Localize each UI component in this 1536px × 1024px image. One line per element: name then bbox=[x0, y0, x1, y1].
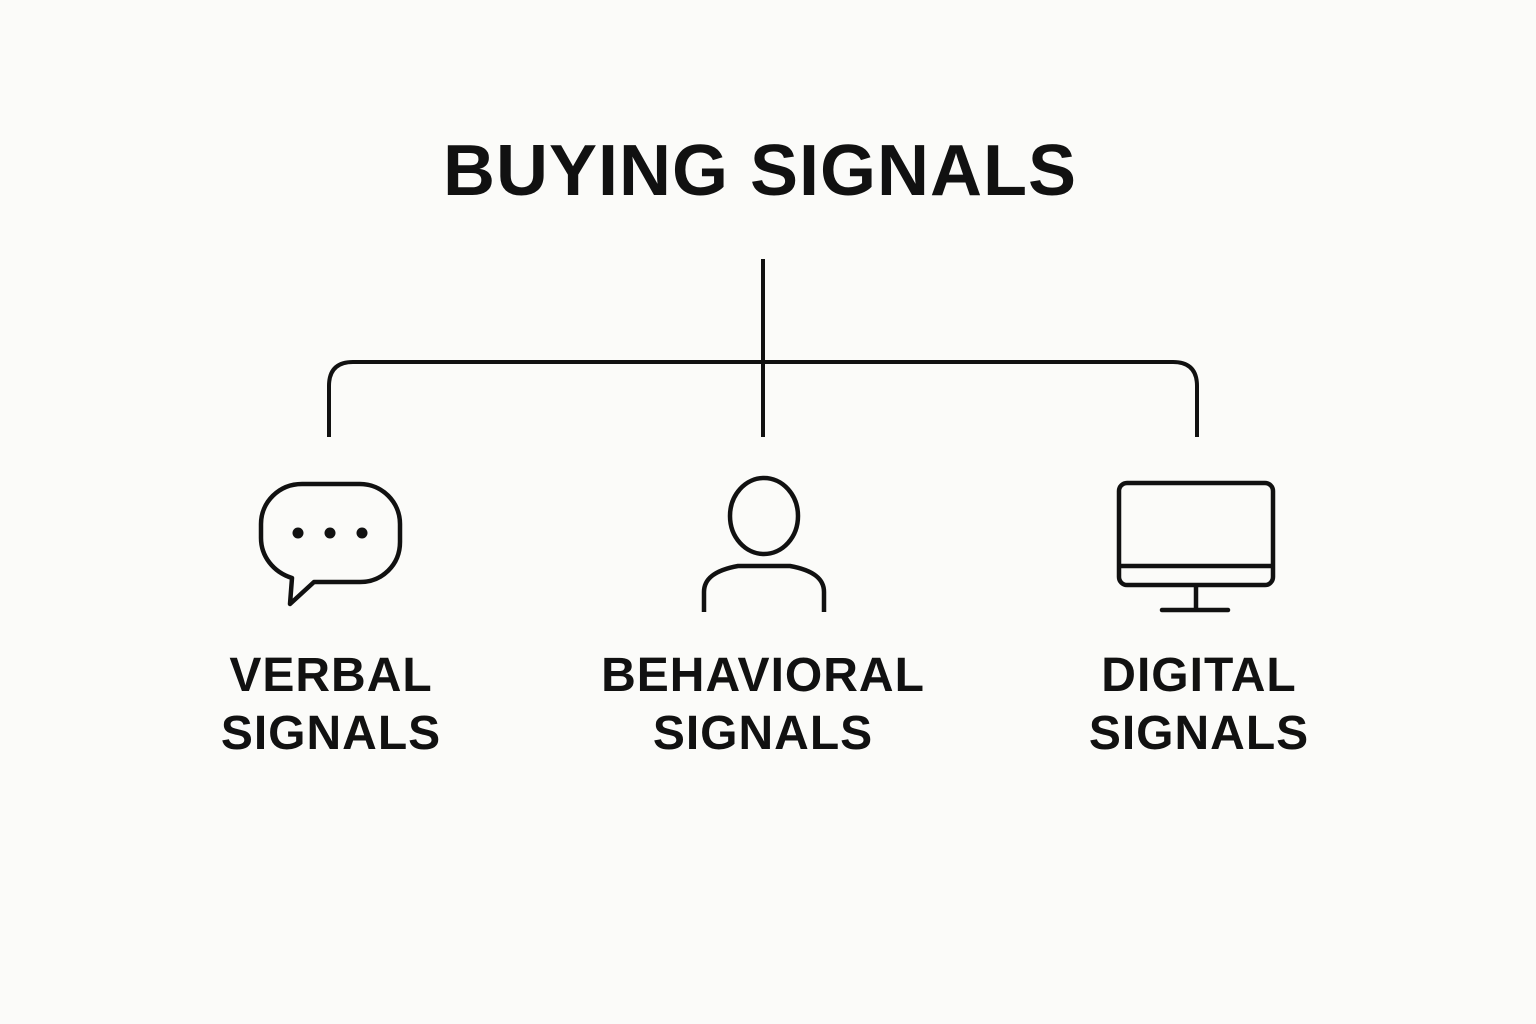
branch-label-behavioral: BEHAVIORAL SIGNALS bbox=[563, 647, 963, 763]
diagram-title: BUYING SIGNALS bbox=[442, 131, 1078, 211]
person-icon bbox=[701, 475, 827, 612]
branch-label-digital: DIGITAL SIGNALS bbox=[999, 647, 1399, 763]
speech-bubble-icon bbox=[258, 481, 403, 607]
branch-label-digital-line2: SIGNALS bbox=[1088, 707, 1310, 760]
branch-label-verbal-line2: SIGNALS bbox=[220, 707, 442, 760]
monitor-icon bbox=[1116, 480, 1276, 613]
branch-label-verbal: VERBAL SIGNALS bbox=[131, 647, 531, 763]
branch-label-digital-line1: DIGITAL bbox=[1101, 649, 1297, 702]
branch-label-behavioral-line1: BEHAVIORAL bbox=[601, 649, 925, 702]
branch-label-verbal-line1: VERBAL bbox=[229, 649, 433, 702]
branch-label-behavioral-line2: SIGNALS bbox=[652, 707, 874, 760]
branch-connector bbox=[327, 360, 1199, 437]
